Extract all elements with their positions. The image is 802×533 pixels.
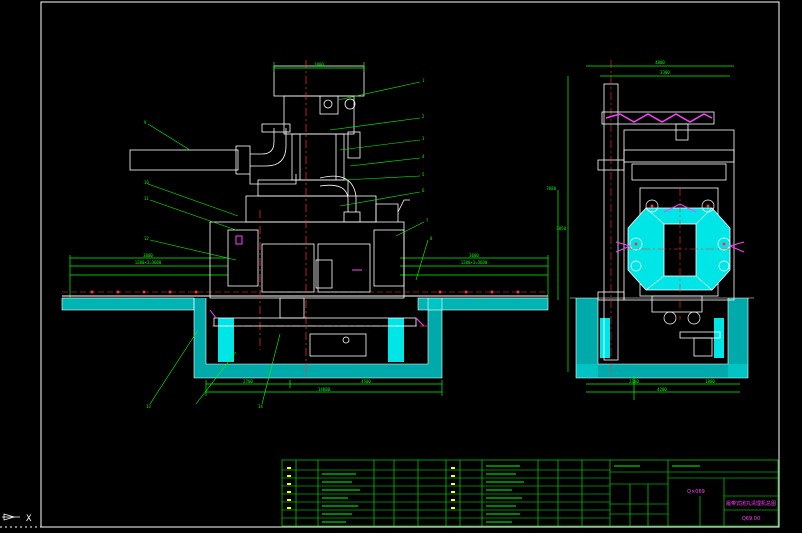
dim-base-total: 14000 <box>318 387 331 392</box>
dim-side-h1: 3850 <box>556 226 566 231</box>
front-right-duct <box>319 131 361 223</box>
svg-text:9: 9 <box>144 120 147 125</box>
front-tower <box>273 65 365 181</box>
side-blast-chamber <box>615 188 745 325</box>
dim-base-mid: 4500 <box>361 379 371 384</box>
dim-side-base-left: 2100 <box>629 379 639 384</box>
front-magenta-parts <box>209 235 425 327</box>
front-machine-body <box>209 179 410 299</box>
front-left-pipe <box>129 123 297 185</box>
svg-text:14: 14 <box>258 404 263 409</box>
dim-side-top: 4800 <box>655 60 665 65</box>
svg-text:1: 1 <box>422 78 425 83</box>
dim-side-inner: 3300 <box>660 70 670 75</box>
dim-rail-right: 3600 <box>469 253 479 258</box>
title-block-title: Q×069 <box>687 489 705 495</box>
title-block-product-name: 履带式抛丸清理机总图 <box>726 500 776 507</box>
svg-text:6: 6 <box>422 188 425 193</box>
drawing-frame <box>0 1 780 528</box>
front-track <box>62 290 548 297</box>
dim-side-h2: 7680 <box>546 186 556 191</box>
svg-text:3: 3 <box>422 136 425 141</box>
svg-text:7: 7 <box>426 218 429 223</box>
title-block-drawing-no: Q69.00 <box>742 516 760 522</box>
svg-text:13: 13 <box>146 404 151 409</box>
dim-base-left: 2700 <box>243 379 253 384</box>
front-foundation <box>61 297 549 379</box>
front-view: 3600 1200×3=3600 3600 1200×3=3600 <box>61 60 549 409</box>
dim-side-base-total: 4200 <box>657 387 667 392</box>
dim-rail-left-sub: 1200×3=3600 <box>135 260 162 265</box>
front-lower-conveyor <box>213 259 417 357</box>
svg-text:8: 8 <box>430 236 433 241</box>
svg-text:4: 4 <box>422 154 425 159</box>
side-foundation <box>570 297 754 379</box>
dim-side-base-right: 1800 <box>705 379 715 384</box>
dim-rail-left: 3600 <box>143 253 153 258</box>
svg-text:5: 5 <box>422 172 425 177</box>
svg-text:2: 2 <box>422 114 425 119</box>
svg-text:11: 11 <box>144 196 149 201</box>
title-block-text-rows <box>322 465 700 523</box>
dim-rail-right-sub: 1200×3=3600 <box>461 260 488 265</box>
ucs-icon <box>2 513 20 521</box>
front-leader-numbers: 1 2 3 4 5 6 7 8 9 10 11 12 13 14 <box>144 78 433 409</box>
front-leader-lines <box>147 81 429 405</box>
ucs-x-label: X <box>26 514 32 524</box>
title-block-markers <box>287 467 455 509</box>
front-top-dimension <box>273 62 365 72</box>
svg-text:12: 12 <box>144 236 149 241</box>
side-lower-motor <box>679 331 721 357</box>
side-dimensions <box>557 65 740 400</box>
side-view: 4800 3300 3850 7680 2100 1800 4200 <box>546 60 754 400</box>
side-screw-conveyor <box>601 111 715 141</box>
dim-front-top: 1800 <box>314 62 324 67</box>
svg-text:10: 10 <box>144 180 149 185</box>
title-block <box>281 459 779 527</box>
front-base-dimensions <box>205 380 443 396</box>
front-rail-dimensions <box>69 255 549 300</box>
